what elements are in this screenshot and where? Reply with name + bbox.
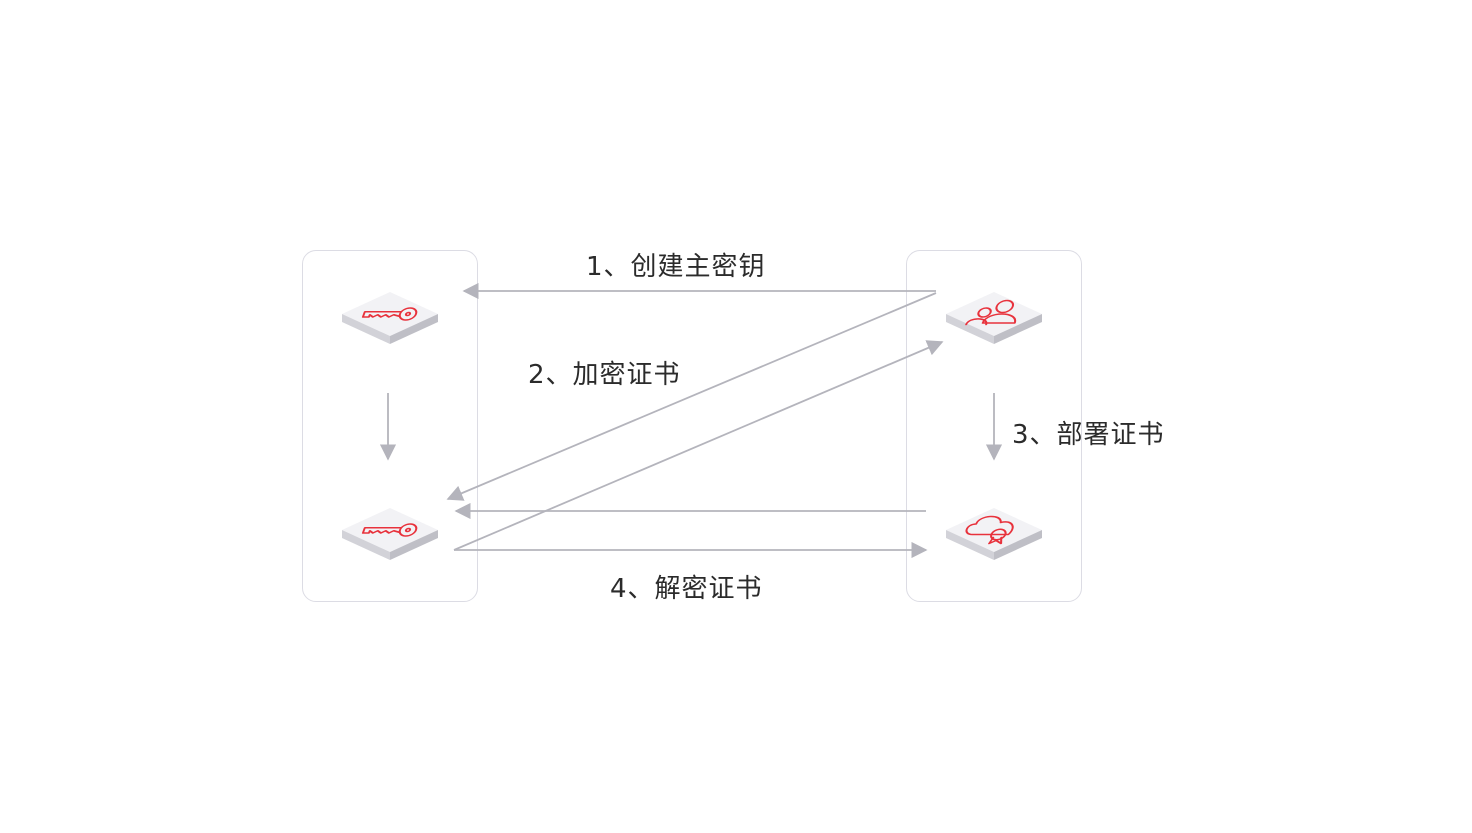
user-icon <box>965 299 1016 326</box>
key-tile-bottom <box>342 508 438 560</box>
cloud-certificate-icon <box>965 515 1014 545</box>
key-icon <box>361 307 418 321</box>
right-service-panel <box>906 250 1082 602</box>
arrow-encrypt-return <box>453 340 944 551</box>
step-label-create-master-key: 1、创建主密钥 <box>586 252 766 282</box>
step-label-deploy-certificate: 3、部署证书 <box>1012 420 1165 450</box>
step-label-decrypt-certificate: 4、解密证书 <box>610 574 763 604</box>
arrow-user-to-key <box>446 292 937 501</box>
left-service-panel <box>302 250 478 602</box>
key-icon <box>361 523 418 537</box>
step-label-encrypt-certificate: 2、加密证书 <box>528 360 681 390</box>
cloud-tile <box>946 508 1042 560</box>
user-tile <box>946 292 1042 344</box>
key-tile-top <box>342 292 438 344</box>
